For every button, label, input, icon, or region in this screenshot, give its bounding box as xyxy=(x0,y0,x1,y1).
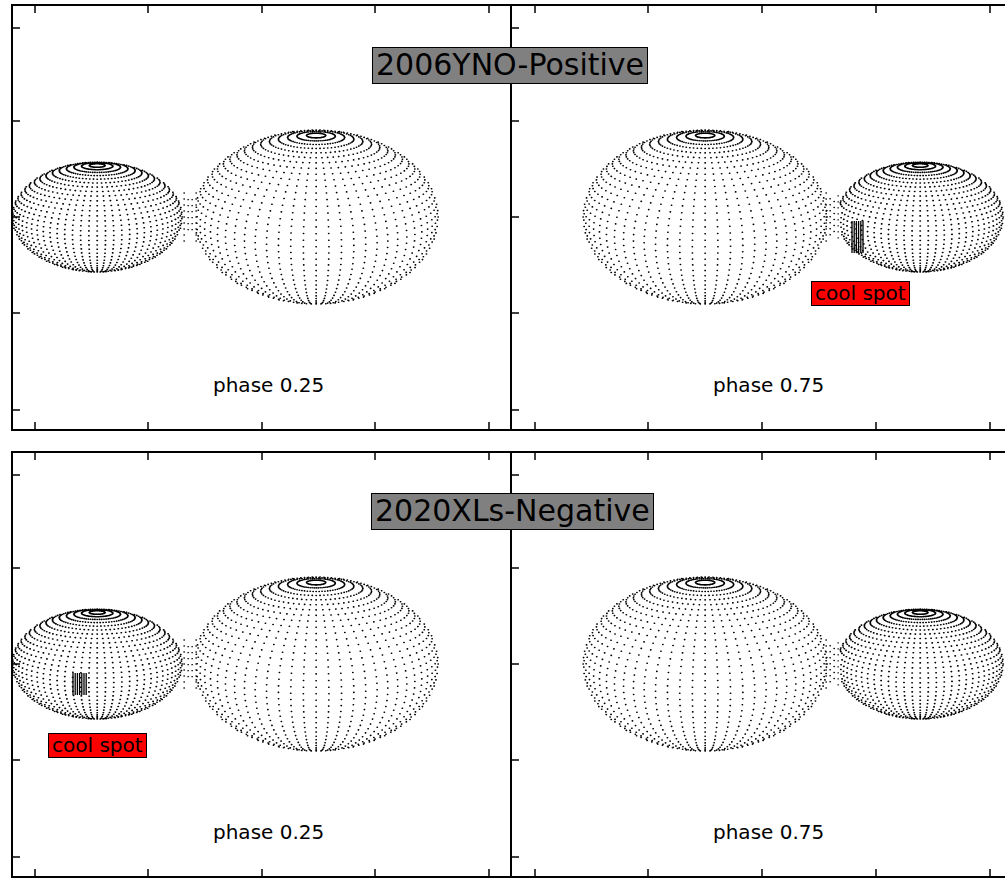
node-text: 2020XLs-Negative xyxy=(375,493,650,528)
star-surface-dots xyxy=(12,130,1003,751)
node-text: cool spot xyxy=(52,733,143,757)
phase-label: phase 0.75 xyxy=(713,820,824,844)
panel-title: 2006YNO-Positive xyxy=(372,47,648,84)
phase-label: phase 0.75 xyxy=(713,373,824,397)
node-text: cool spot xyxy=(815,281,906,305)
panel-frame xyxy=(12,5,1005,877)
cool-spot-label: cool spot xyxy=(811,281,910,306)
axis-ticks xyxy=(12,5,990,877)
node-text: 2006YNO-Positive xyxy=(376,47,644,82)
cool-spot-label: cool spot xyxy=(48,733,147,758)
phase-label: phase 0.25 xyxy=(213,820,324,844)
phase-label: phase 0.25 xyxy=(213,373,324,397)
panel-title: 2020XLs-Negative xyxy=(371,493,654,530)
